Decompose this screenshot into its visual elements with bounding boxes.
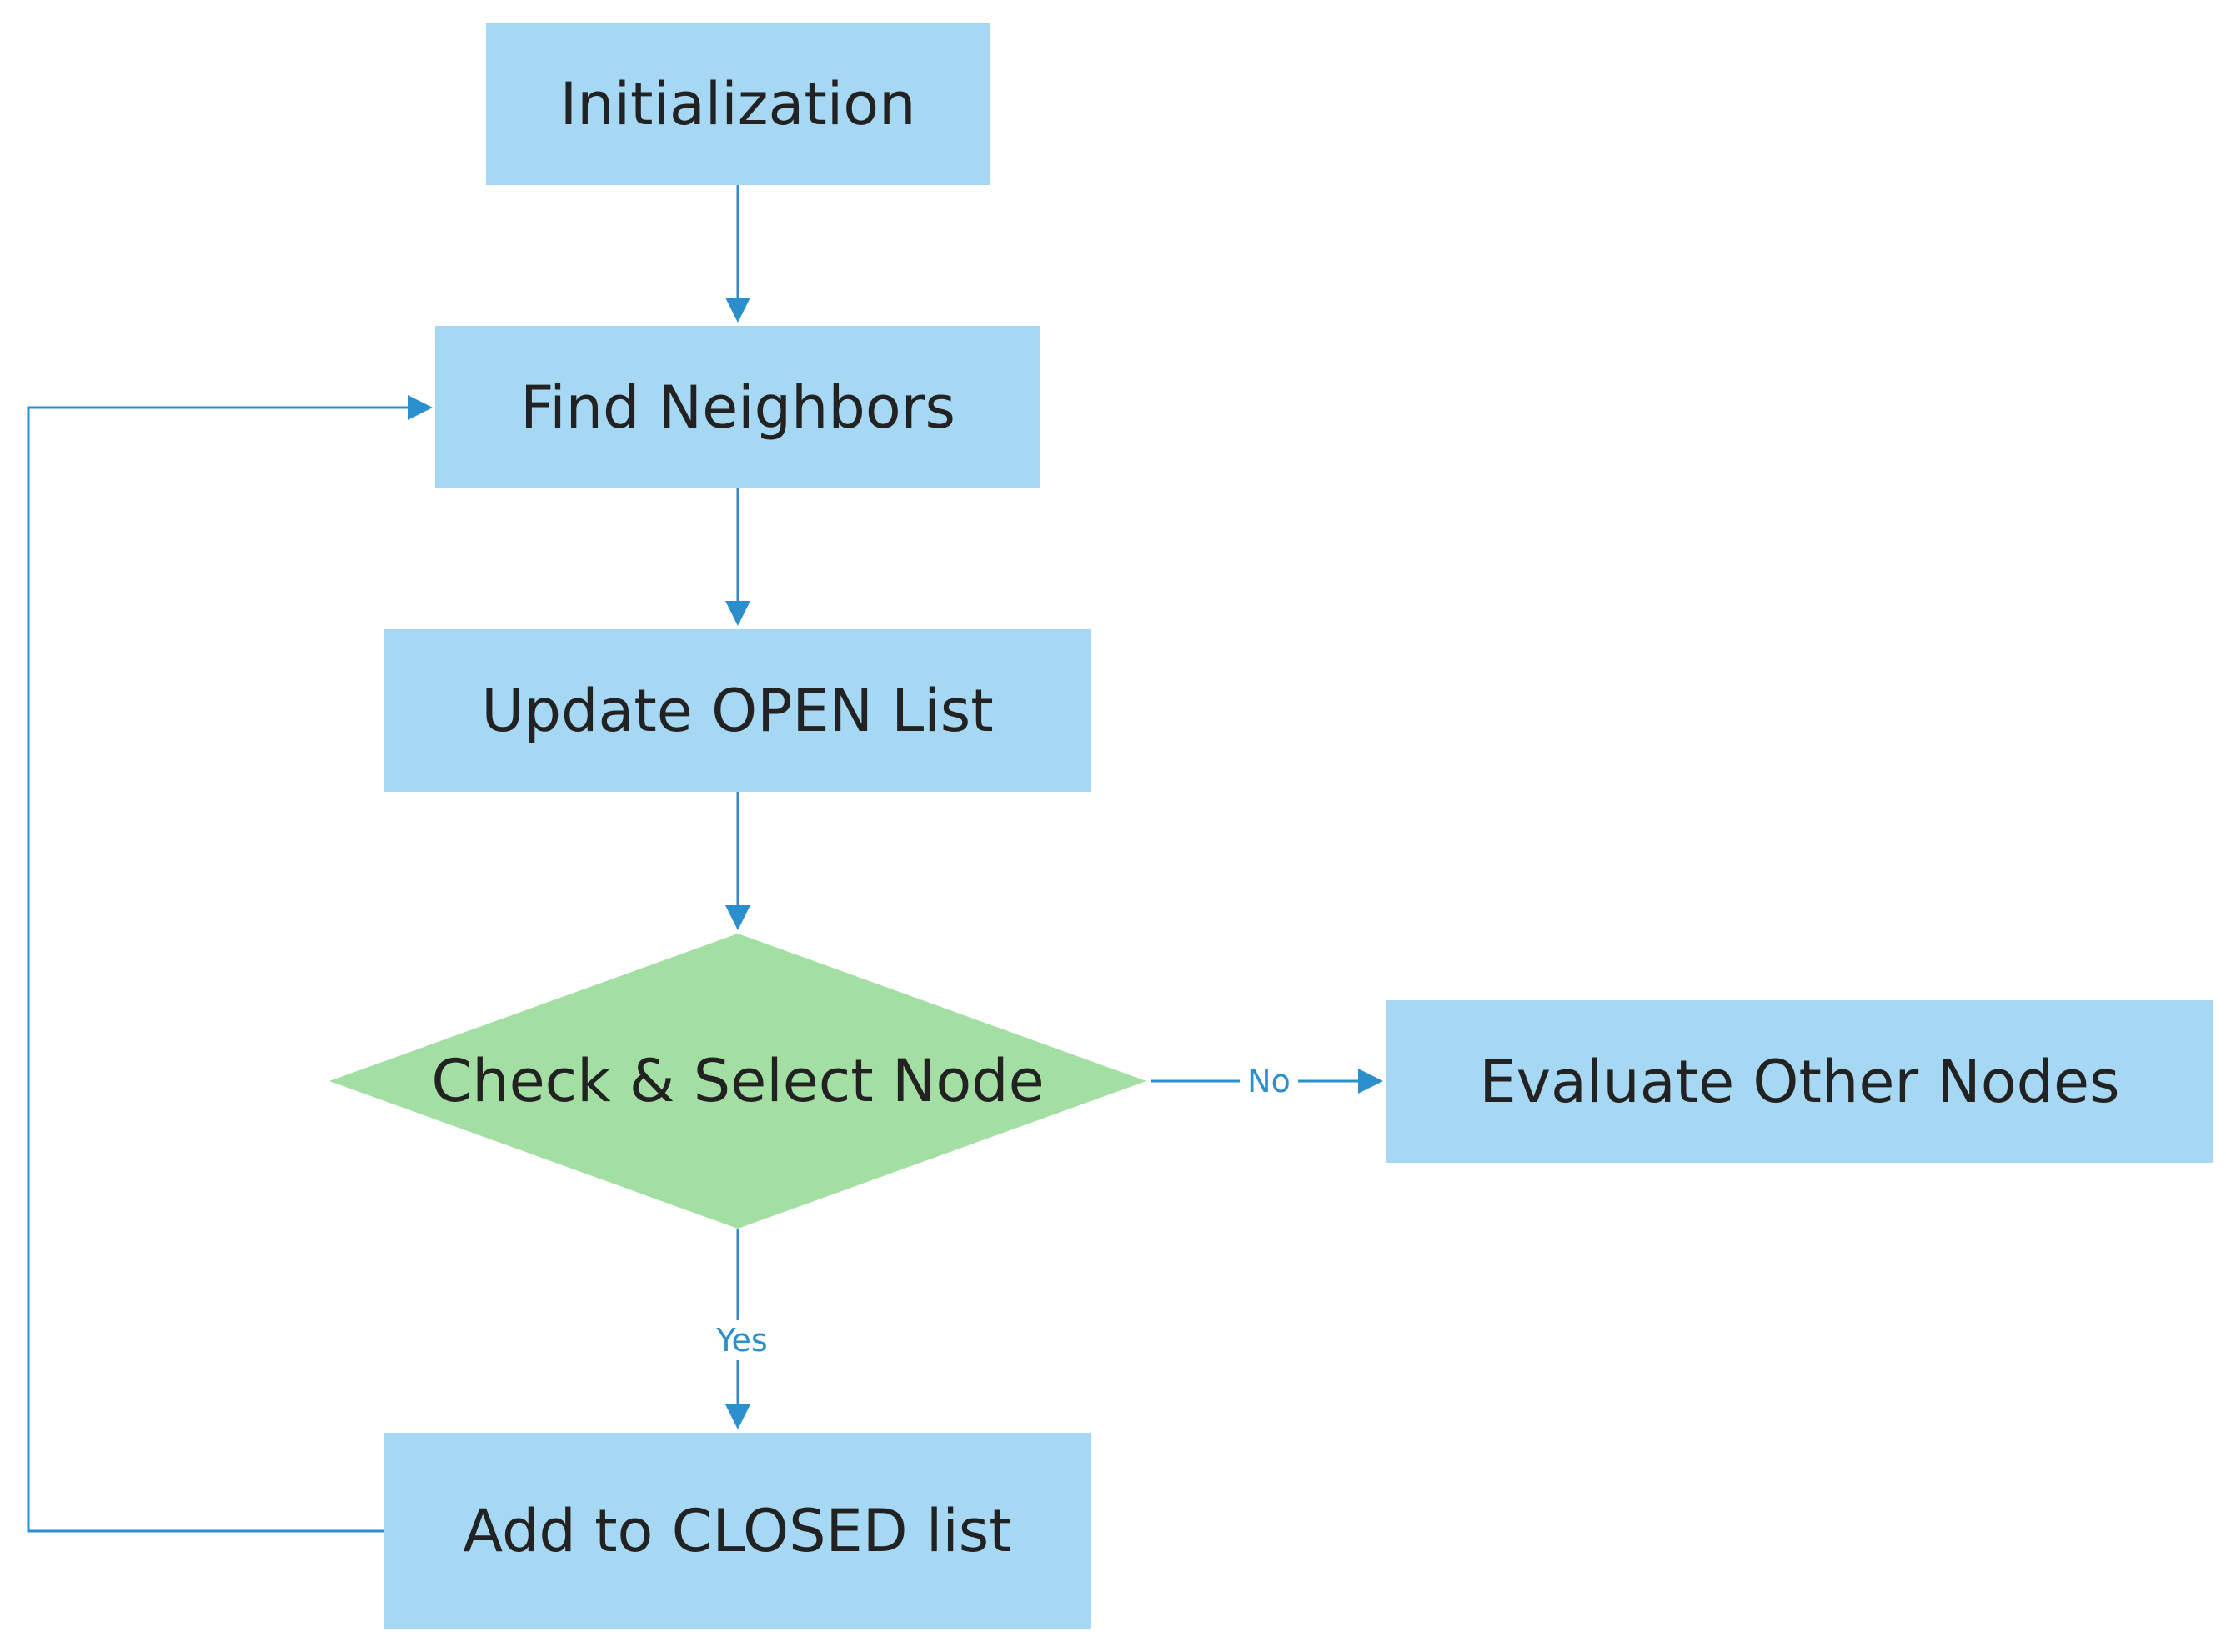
node-evaluate-other-nodes-label: Evaluate Other Nodes [1479,1047,2120,1116]
node-update-open-list-label: Update OPEN List [481,676,994,745]
node-initialization-label: Initialization [559,70,916,138]
node-evaluate-other-nodes: Evaluate Other Nodes [1386,1000,2213,1163]
node-check-select-node: Check & Select Node [329,934,1146,1229]
node-update-open-list: Update OPEN List [384,629,1091,792]
node-add-to-closed-list-label: Add to CLOSED list [463,1497,1012,1565]
node-initialization: Initialization [486,23,990,185]
node-find-neighbors: Find Neighbors [435,326,1040,488]
arrow-loop-back-to-find-neighbors [27,395,433,1533]
node-check-select-node-label: Check & Select Node [431,1047,1045,1115]
node-add-to-closed-list: Add to CLOSED list [384,1433,1091,1629]
edge-label-yes: Yes [704,1320,780,1360]
node-find-neighbors-label: Find Neighbors [520,373,955,442]
edge-label-no: No [1240,1061,1298,1101]
decision-diamond [329,934,1146,1229]
